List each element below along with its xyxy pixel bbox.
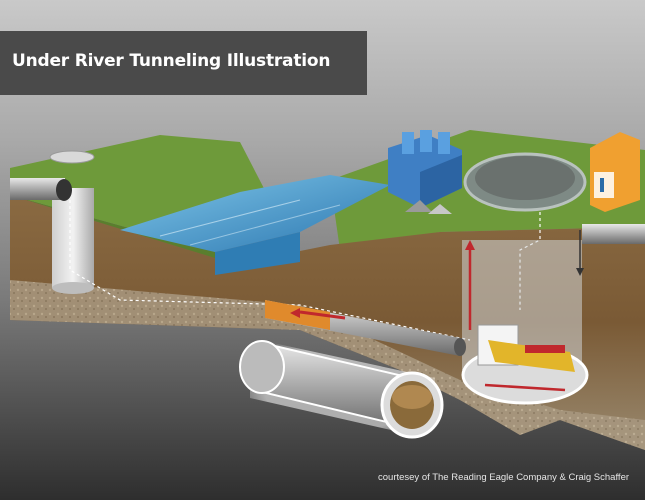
building-icon xyxy=(388,130,462,214)
river xyxy=(120,175,390,275)
boring-machine-icon xyxy=(477,324,575,392)
route-line xyxy=(69,200,471,341)
exit-pipe xyxy=(582,224,645,244)
site-office-icon xyxy=(590,132,640,212)
page-title: Under River Tunneling Illustration xyxy=(12,51,331,71)
gravel-layer xyxy=(10,280,645,450)
tunnel-pipe xyxy=(265,300,466,356)
pipe-cutaway-icon xyxy=(239,338,444,440)
image-credit: courtesey of The Reading Eagle Company &… xyxy=(378,472,630,483)
red-direction-arrow-icon xyxy=(465,230,584,330)
left-access-shaft xyxy=(10,150,95,294)
title-bar: Under River Tunneling Illustration xyxy=(0,31,367,95)
